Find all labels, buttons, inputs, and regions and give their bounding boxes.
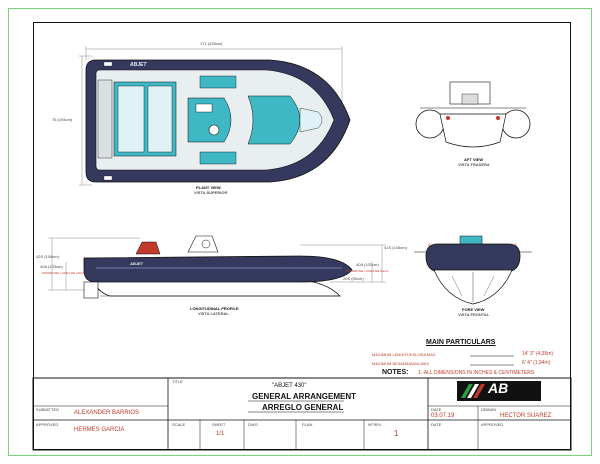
profile-dim-right-1: 41S (105cm) [384,245,407,250]
profile-hull-logo: ABJET [130,261,144,266]
title-block-grid [32,377,572,451]
plan-length-dimension: 171 (435cm) [200,41,223,46]
profile-dim-left-1: 42S (108cm) [36,254,59,259]
brand-logo-graphic [457,381,541,401]
title-label: TITLE [172,379,183,384]
dwg-label: DWG [248,422,258,427]
plan-view-drawing [79,46,351,186]
aft-view-subtitle: VISTA TRASERA [458,162,490,167]
date-value: 03.07.19 [431,413,455,419]
sheet-label: SHEET [212,422,226,427]
note-1: 1.-ALL DIMENSIONS IN INCHES & CENTIMETER… [418,370,535,376]
drawn-label: DRAWN [481,407,496,412]
svg-text:A: A [428,242,431,247]
profile-dim-bottom: 20S (50cm) [343,276,364,281]
plan-beam-dimension: 76 (194cm) [52,117,73,122]
rev-value: 1 [394,429,399,438]
aft-view-title: AFT VIEW [464,157,484,162]
particulars-beam-label: MAXIMUM BEAM/MANGA MAX [372,361,430,366]
drawing-title-en: GENERAL ARRANGEMENT [252,392,357,401]
particulars-length-value: 14' 3" (4,35m) [522,351,554,357]
submitted-by: ALEXANDER BARRIOS [74,410,140,416]
profile-dim-left-note: WATERLINE / LINEA DE AGUA [42,271,85,275]
profile-view-title: LONGITUDINAL PROFILE [190,306,239,311]
drawing-sheet-border [8,8,592,456]
date-label: DATE [431,407,442,412]
sheet-value: 1/1 [216,431,225,437]
profile-dim-right-note: WATERLINE / LINEA DE AGUA [346,269,389,273]
bow-view-drawing: A A [414,235,532,305]
plan-view-subtitle: VISTA SUPERIOR [194,190,228,195]
submitted-label: SUBMITTED [36,407,60,412]
date2-label: DATE [431,422,442,427]
notes-label: NOTES: [382,369,409,376]
scale-label: SCALE [172,422,186,427]
particulars-title: MAIN PARTICULARS [426,339,496,346]
aft-view-drawing [415,81,531,148]
drawn-by: HECTOR SUAREZ [500,413,552,419]
approved2-label: APPROVED [481,422,504,427]
profile-view-drawing [48,235,386,299]
plan-view-title: PLANT VIEW [196,185,221,190]
bow-view-title: FORE VIEW [462,307,485,312]
brand-logo-text: AB [488,380,509,396]
approved-by: HERMES GARCIA [74,427,125,433]
plan-hull-logo: ABJET [130,62,147,68]
bow-view-subtitle: VISTA FRONTAL [458,312,490,317]
profile-dim-right-2: 40A (102cm) [356,262,379,267]
approved-label: APPROVED [36,422,59,427]
plan-label: PLAN [302,422,313,427]
particulars-length-label: MAXIMUM LENGHT/ESLORA MAX [372,352,436,357]
drawing-title-es: ARREGLO GENERAL [262,403,344,412]
profile-view-subtitle: VISTA LATERAL [198,311,229,316]
profile-dim-left-2: 40A (103cm) [40,264,63,269]
rev-label: Nº REV [368,422,382,427]
svg-text:A: A [514,242,517,247]
model-name: "ABJET 430" [272,383,307,389]
particulars-beam-value: 6' 4" (1,94m) [522,360,551,366]
